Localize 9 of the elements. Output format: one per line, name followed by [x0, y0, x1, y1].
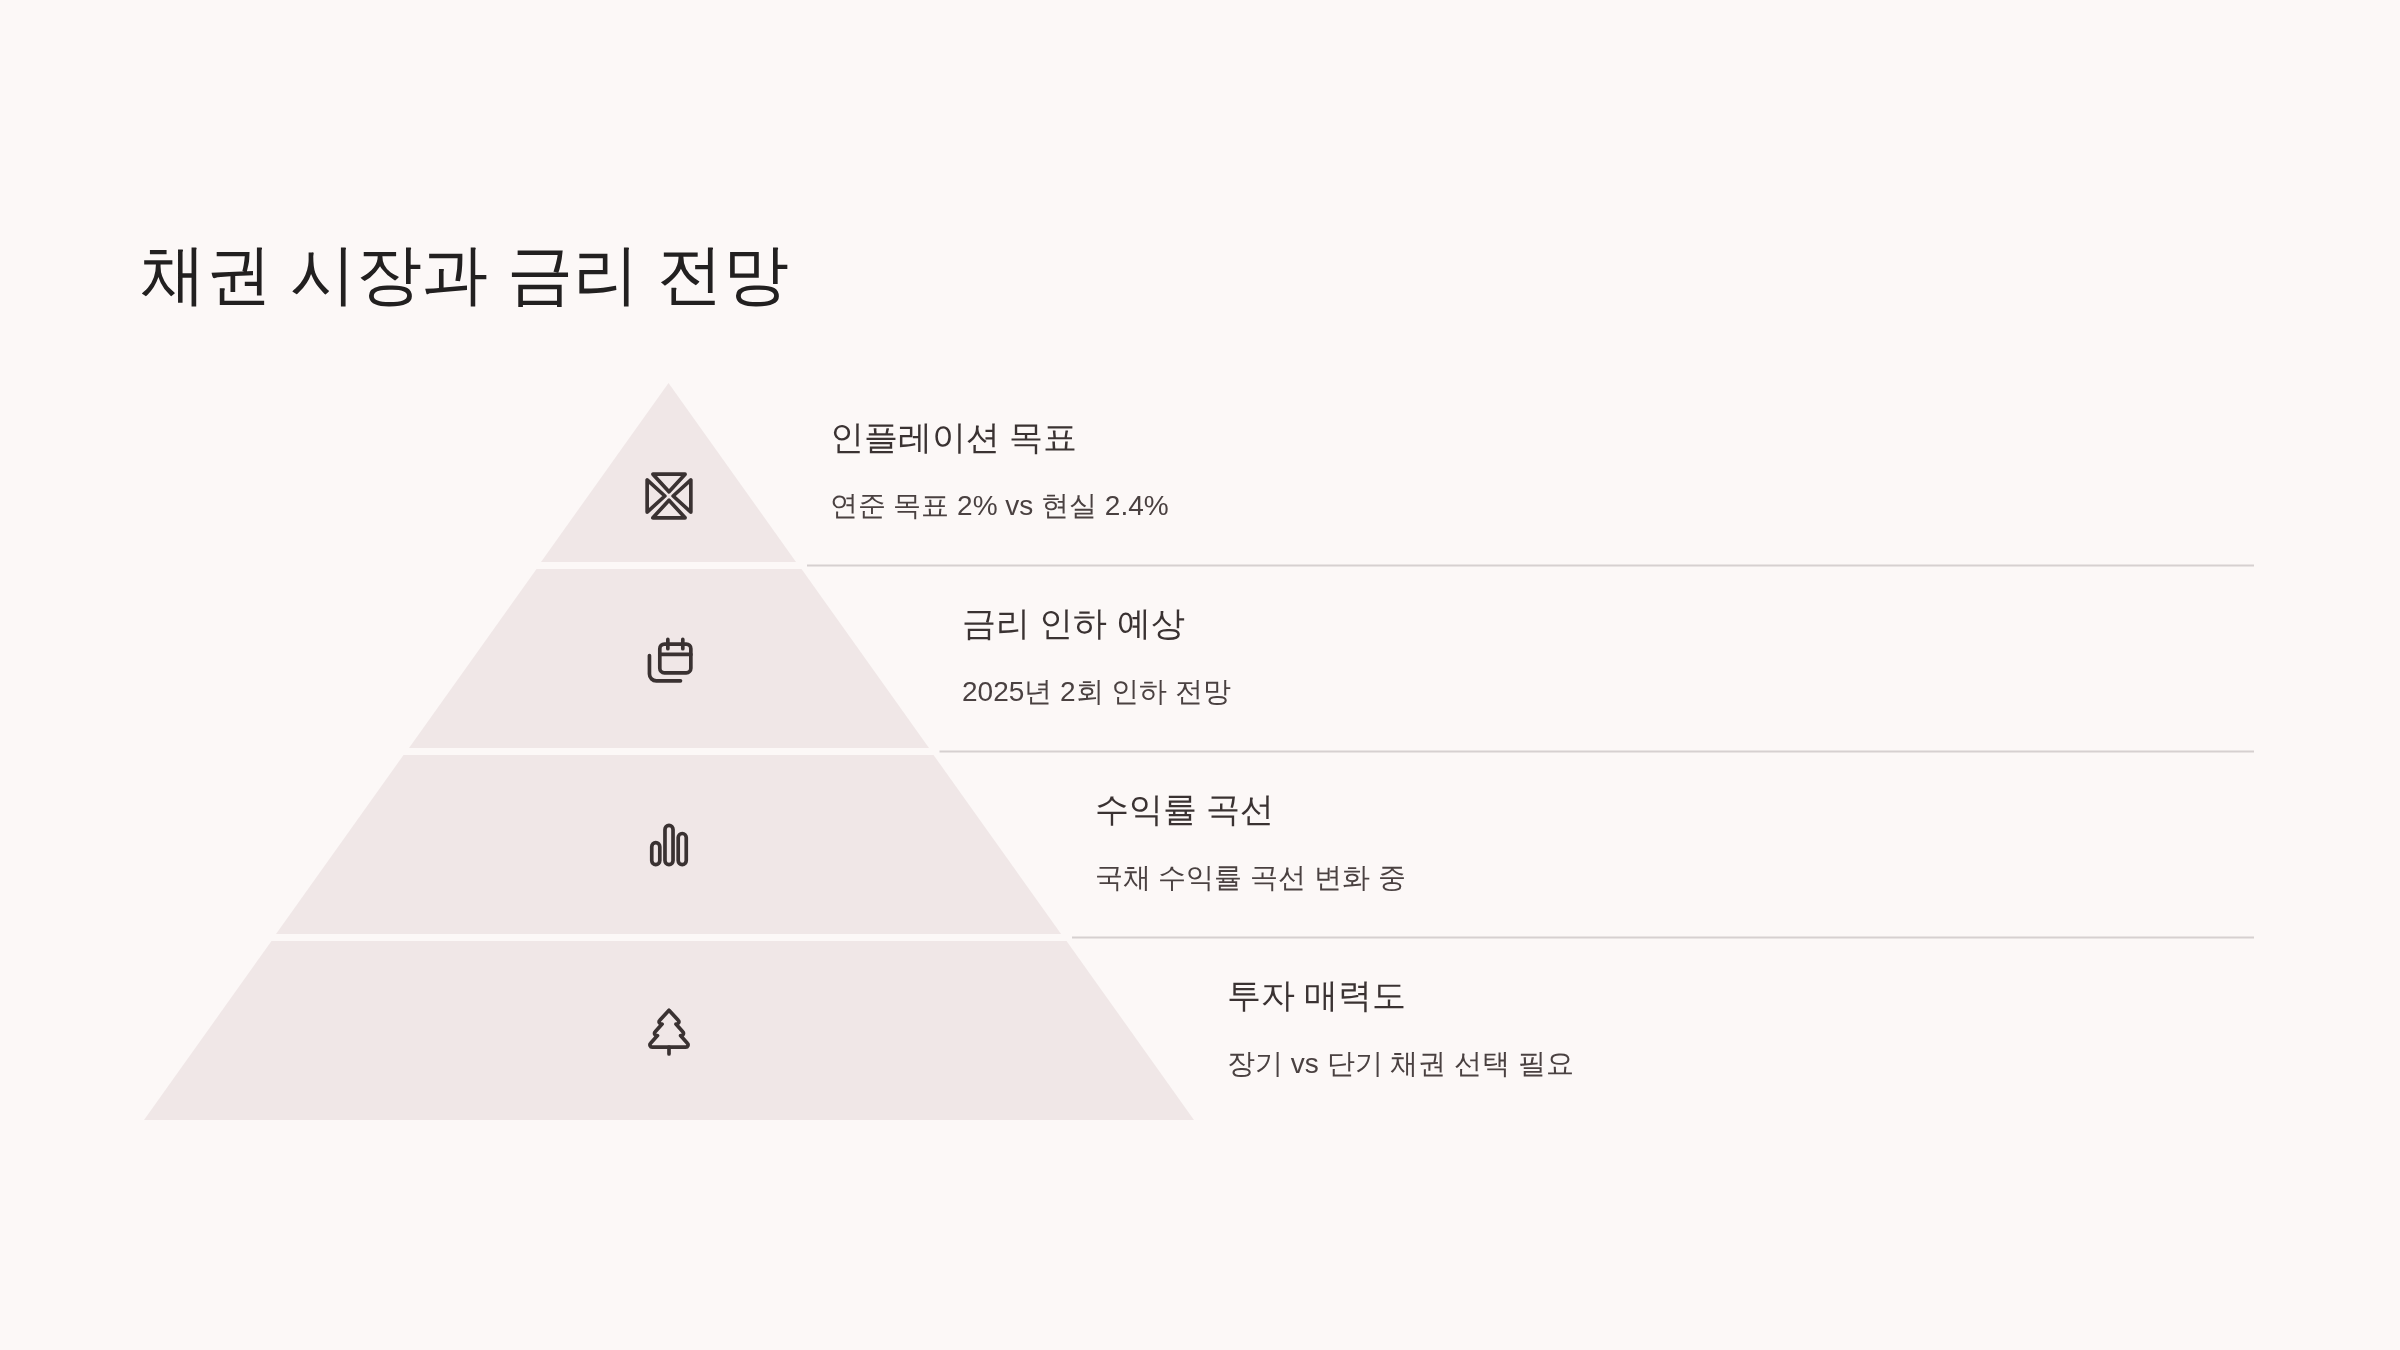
tier-heading: 투자 매력도: [1227, 974, 1407, 1016]
tier-description: 2025년 2회 인하 전망: [962, 675, 1232, 709]
slide-title: 채권 시장과 금리 전망: [140, 236, 789, 313]
tier-heading: 금리 인하 예상: [962, 602, 1185, 644]
tier-description: 국채 수익률 곡선 변화 중: [1094, 861, 1406, 895]
tier-heading: 수익률 곡선: [1094, 788, 1274, 830]
tier-description: 연준 목표 2% vs 현실 2.4%: [829, 489, 1169, 523]
tier-description: 장기 vs 단기 채권 선택 필요: [1227, 1047, 1574, 1081]
tier-heading: 인플레이션 목표: [829, 416, 1077, 458]
